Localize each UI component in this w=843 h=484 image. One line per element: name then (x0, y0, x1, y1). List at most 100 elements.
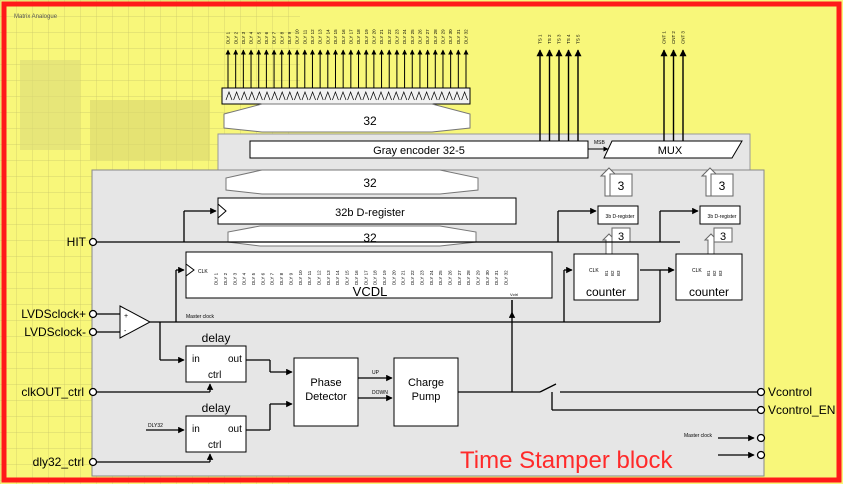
vcdl-tap-label: DLY 11 (307, 270, 312, 285)
counter-bit-label: B1 (706, 270, 711, 276)
vcdl-tap-label: DLY 24 (429, 270, 434, 285)
vcdl-vctrl-label: Vctrl (510, 292, 518, 297)
vcdl-tap-label: DLY 31 (494, 270, 499, 285)
vcdl-tap-label: DLY 17 (363, 270, 368, 285)
vcontrol-en-label[interactable]: Vcontrol_EN (768, 403, 835, 417)
vcdl-tap-label: DLY 15 (345, 270, 350, 285)
dly-output-label: DLY 6 (264, 31, 269, 44)
d-register-3b-label: 3b D-register (708, 214, 737, 220)
bus-arrow-top (224, 104, 470, 132)
vcdl-tap-label: DLY 22 (410, 270, 415, 285)
dly-output-label: DLY 25 (410, 29, 415, 44)
bus3-label: 3 (618, 179, 625, 193)
lvds-plus-label[interactable]: LVDSclock+ (21, 307, 86, 321)
dly-output-label: DLY 1 (226, 31, 231, 44)
dly-output-label: DLY 16 (341, 29, 346, 44)
cnt-output-label: CNT 3 (681, 31, 686, 44)
vcdl-tap-label: DLY 27 (457, 270, 462, 285)
charge-pump-label-2: Pump (412, 391, 441, 403)
bus3-label: 3 (719, 179, 726, 193)
delay-in: in (192, 424, 200, 435)
dly-output-label: DLY 24 (402, 29, 407, 44)
dly-output-label: DLY 19 (364, 29, 369, 44)
dly-output-label: DLY 7 (272, 31, 277, 44)
cnt-output-label: CNT 1 (662, 31, 667, 44)
dly32-ctrl-label[interactable]: dly32_ctrl (33, 455, 84, 469)
master-clock-small-label: Master clock (186, 314, 215, 320)
vcdl-tap-label: DLY 8 (279, 272, 284, 285)
down-label: DOWN (372, 390, 388, 396)
dly-output-label: DLY 9 (287, 31, 292, 44)
vcdl-tap-label: DLY 26 (447, 270, 452, 285)
d-register-label: 32b D-register (335, 207, 405, 219)
vcontrol-label[interactable]: Vcontrol (768, 385, 812, 399)
delay-ctrl: ctrl (208, 440, 221, 451)
counter-label: counter (586, 285, 626, 299)
vcdl-tap-label: DLY 5 (251, 272, 256, 285)
bus3-label: 3 (720, 231, 726, 243)
counter-bit-label: B3 (718, 270, 723, 276)
counter-bit-label: B1 (604, 270, 609, 276)
dly-output-label: DLY 4 (249, 31, 254, 44)
bus-arrow-mid (226, 170, 478, 194)
ts-output-label: TS 4 (566, 34, 571, 44)
vcdl-tap-label: DLY 13 (326, 270, 331, 285)
counter-bit-label: B2 (712, 270, 717, 276)
chip-layout-block (90, 100, 210, 160)
chip-layout-block (20, 60, 80, 150)
vcdl-tap-label: DLY 4 (242, 272, 247, 285)
ts-output-label: TS 2 (547, 34, 552, 44)
vcdl-tap-label: DLY 16 (354, 270, 359, 285)
vcdl-clk-label: CLK (198, 269, 208, 275)
hit-input-label[interactable]: HIT (67, 235, 87, 249)
lvds-plus-sign: + (124, 313, 128, 320)
vcdl-tap-label: DLY 30 (485, 270, 490, 285)
vcdl-label: VCDL (353, 284, 388, 299)
bus3-label: 3 (618, 231, 624, 243)
bus-width-label: 32 (363, 176, 377, 190)
diagram-title: Time Stamper block (460, 447, 674, 474)
up-label: UP (372, 370, 380, 376)
vcdl-tap-label: DLY 32 (504, 270, 509, 285)
dly-output-label: DLY 20 (371, 29, 376, 44)
dly-output-label: DLY 28 (433, 29, 438, 44)
dly-output-label: DLY 17 (348, 29, 353, 44)
vcdl-tap-label: DLY 14 (335, 270, 340, 285)
dly-output-label: DLY 18 (356, 29, 361, 44)
vcdl-tap-label: DLY 23 (419, 270, 424, 285)
dly-output-label: DLY 13 (318, 29, 323, 44)
dly-output-label: DLY 11 (302, 29, 307, 44)
msb-label: MSB (594, 140, 606, 146)
dly-output-label: DLY 21 (379, 29, 384, 44)
ts-output-label: TS 1 (538, 34, 543, 44)
bus-width-label: 32 (363, 231, 377, 245)
clkout-ctrl-label[interactable]: clkOUT_ctrl (21, 385, 84, 399)
vcdl-tap-label: DLY 25 (438, 270, 443, 285)
counter-clk-label: CLK (589, 268, 599, 274)
d-register-3b-label: 3b D-register (606, 214, 635, 220)
dly-output-label: DLY 29 (441, 29, 446, 44)
counter-bit-label: B3 (616, 270, 621, 276)
vcdl-tap-label: DLY 20 (391, 270, 396, 285)
mux-label: MUX (658, 145, 683, 157)
dly-output-label: DLY 2 (233, 31, 238, 44)
ts-output-label: TS 3 (557, 34, 562, 44)
vcdl-tap-label: DLY 28 (466, 270, 471, 285)
dly-output-label: DLY 5 (256, 31, 261, 44)
lvds-minus-label[interactable]: LVDSclock- (24, 325, 86, 339)
vcdl-tap-label: DLY 3 (232, 272, 237, 285)
dly-output-label: DLY 26 (418, 29, 423, 44)
dly-output-label: DLY 27 (425, 29, 430, 44)
vcdl-tap-label: DLY 19 (382, 270, 387, 285)
delay-bottom-title: delay (202, 401, 231, 415)
dly-output-label: DLY 15 (333, 29, 338, 44)
cnt-output-label: CNT 2 (671, 31, 676, 44)
bus-width-label: 32 (363, 114, 377, 128)
dly-output-label: DLY 22 (387, 29, 392, 44)
counter-label: counter (689, 285, 729, 299)
vcdl-tap-label: DLY 21 (401, 270, 406, 285)
vcdl-tap-label: DLY 1 (214, 272, 219, 285)
phase-detector-label-1: Phase (310, 377, 341, 389)
